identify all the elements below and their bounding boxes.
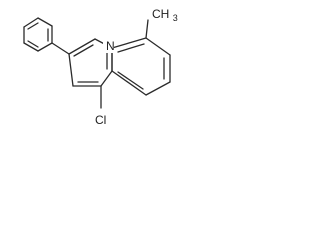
- phenyl-double-bond: [27, 22, 39, 30]
- benzo-ring: [111, 37, 171, 96]
- pyridine-ring: [68, 38, 113, 87]
- biaryl-bond: [51, 42, 70, 55]
- phenyl-double-bond: [27, 40, 39, 48]
- phenyl-ring: [23, 17, 53, 52]
- methyl-subscript: 3: [173, 13, 178, 23]
- ring-bond: [145, 81, 171, 96]
- ring-bond: [68, 38, 96, 55]
- ring-double-bond: [117, 71, 144, 90]
- ring-bond: [111, 37, 147, 49]
- ring-double-bond: [73, 44, 94, 57]
- methyl-label: CH 3: [152, 7, 178, 23]
- ring-double-bond: [117, 43, 145, 53]
- ring-bond: [100, 70, 113, 87]
- nitrogen-label-background: [103, 40, 114, 53]
- methyl-main: CH: [152, 7, 169, 21]
- phenyl-bond: [23, 42, 39, 52]
- chloro-label: Cl: [95, 113, 106, 127]
- phenyl-bond: [37, 17, 53, 27]
- ring-bond: [111, 70, 147, 96]
- phenyl-bond: [23, 17, 39, 28]
- chemical-structure-diagram: N CH 3 Cl: [23, 7, 178, 127]
- ring-bond: [68, 53, 74, 87]
- phenyl-bond: [37, 42, 53, 52]
- nitrogen-label: N: [106, 39, 115, 53]
- ring-bond: [145, 37, 171, 56]
- methyl-bond: [145, 19, 149, 39]
